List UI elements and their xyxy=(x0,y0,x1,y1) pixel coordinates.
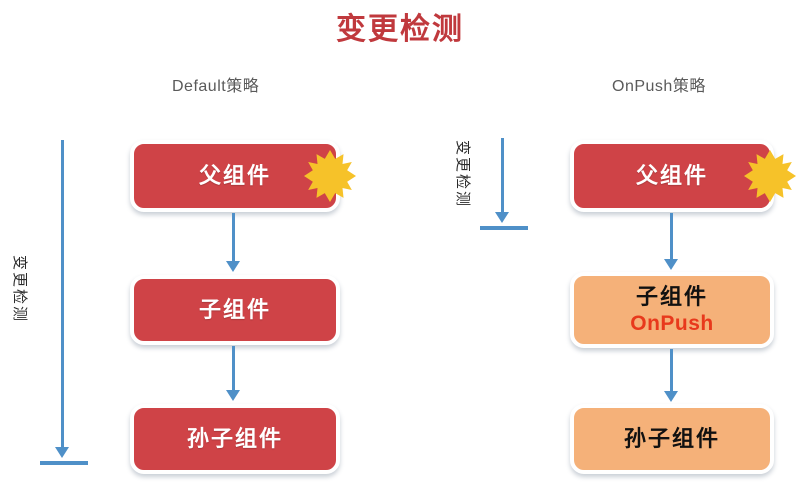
column-header-default: Default策略 xyxy=(172,78,260,95)
default-parent-to-child-arrow-line xyxy=(232,213,235,263)
node-label: 孙子组件 xyxy=(623,426,720,452)
node-label: 孙子组件 xyxy=(186,426,283,452)
node-label: 子组件 xyxy=(635,284,708,310)
default-change-detection-arrow-line xyxy=(61,140,64,450)
onpush-change-detection-arrow-head xyxy=(495,212,509,223)
column-header-onpush: OnPush策略 xyxy=(612,78,706,95)
onpush-parent-component-node[interactable]: 父组件 xyxy=(570,140,774,212)
onpush-child-to-grandchild-arrow-line xyxy=(670,349,673,393)
node-label: 子组件 xyxy=(198,297,271,323)
default-change-detection-label: 变更检测 xyxy=(11,255,28,324)
node-label: 父组件 xyxy=(635,163,708,189)
default-child-to-grandchild-arrow-head xyxy=(226,390,240,401)
node-label: 父组件 xyxy=(198,163,271,189)
page-title: 变更检测 xyxy=(336,13,464,46)
onpush-change-detection-arrow-base xyxy=(480,226,528,230)
onpush-grandchild-component-node[interactable]: 孙子组件 xyxy=(570,404,774,474)
default-change-detection-arrow-head xyxy=(55,447,69,458)
default-grandchild-component-node[interactable]: 孙子组件 xyxy=(130,404,340,474)
onpush-change-detection-arrow-line xyxy=(501,138,504,214)
default-change-detection-arrow-base xyxy=(40,461,88,465)
onpush-parent-to-child-arrow-line xyxy=(670,213,673,261)
default-parent-to-child-arrow-head xyxy=(226,261,240,272)
node-strategy-badge: OnPush xyxy=(630,311,714,335)
onpush-child-to-grandchild-arrow-head xyxy=(664,391,678,402)
default-child-to-grandchild-arrow-line xyxy=(232,346,235,392)
onpush-change-detection-label: 变更检测 xyxy=(454,140,471,209)
onpush-parent-to-child-arrow-head xyxy=(664,259,678,270)
default-child-component-node[interactable]: 子组件 xyxy=(130,275,340,345)
onpush-child-component-node[interactable]: 子组件 OnPush xyxy=(570,272,774,348)
